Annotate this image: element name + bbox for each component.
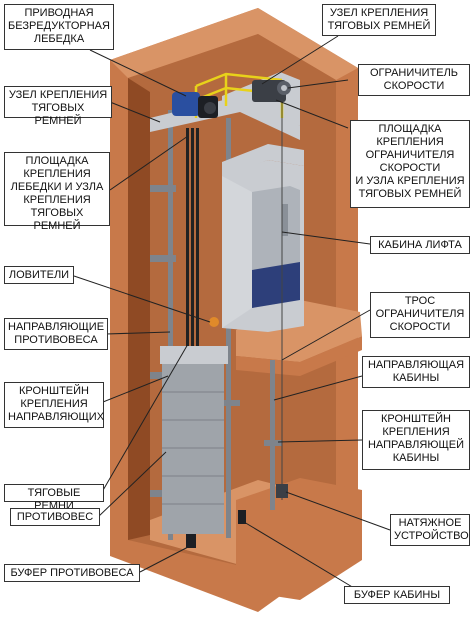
label-elevator-car: КАБИНА ЛИФТА (370, 236, 470, 254)
leader-lines (73, 35, 391, 595)
car-guide-rail-far (270, 360, 275, 510)
traction-belt (196, 128, 199, 348)
car-control-panel (282, 204, 288, 236)
car-door-side (222, 176, 252, 328)
label-governor-rope: ТРОС ОГРАНИЧИТЕЛЯ СКОРОСТИ (370, 292, 470, 338)
guide-bracket (220, 400, 240, 406)
shaft-wall-top-rim (110, 8, 358, 80)
counterweight-buffer (186, 534, 196, 548)
guide-bracket (264, 440, 282, 446)
label-safety-gear: ЛОВИТЕЛИ (4, 266, 74, 284)
shaft-wall-inner-shadow (128, 78, 150, 540)
label-governor-platform: ПЛОЩАДКА КРЕПЛЕНИЯ ОГРАНИЧИТЕЛЯ СКОРОСТИ… (350, 120, 470, 208)
safety-gear (209, 317, 219, 327)
label-drive-winch: ПРИВОДНАЯ БЕЗРЕДУКТОРНАЯ ЛЕБЕДКА (4, 4, 114, 50)
car-buffer (238, 510, 246, 524)
counterweight (160, 346, 228, 534)
label-traction-belts: ТЯГОВЫЕ РЕМНИ (4, 484, 104, 512)
label-cw-guides: НАПРАВЛЯЮЩИЕ ПРОТИВОВЕСА (4, 318, 108, 350)
label-belt-anchor-left: УЗЕЛ КРЕПЛЕНИЯ ТЯГОВЫХ РЕМНЕЙ (4, 86, 112, 127)
speed-governor (252, 80, 291, 102)
label-cw-buffer: БУФЕР ПРОТИВОВЕСА (4, 564, 140, 582)
label-guide-bracket: КРОНШТЕЙН КРЕПЛЕНИЯ НАПРАВЛЯЮЩИХ (4, 382, 104, 428)
traction-belt (191, 128, 194, 348)
drive-winch (172, 92, 218, 118)
guide-bracket (150, 255, 176, 262)
label-tension-device: НАТЯЖНОЕ УСТРОЙСТВО (390, 514, 470, 546)
label-car-buffer: БУФЕР КАБИНЫ (344, 586, 450, 604)
car-guide-rail-left (168, 110, 173, 540)
label-belt-anchor-top: УЗЕЛ КРЕПЛЕНИЯ ТЯГОВЫХ РЕМНЕЙ (322, 4, 436, 36)
label-speed-governor: ОГРАНИЧИТЕЛЬ СКОРОСТИ (358, 64, 470, 96)
guide-bracket (150, 185, 176, 192)
landing-slab-front (236, 336, 362, 376)
label-car-guide: НАПРАВЛЯЮЩАЯ КАБИНЫ (362, 356, 470, 388)
label-winch-platform: ПЛОЩАДКА КРЕПЛЕНИЯ ЛЕБЕДКИ И УЗЛА КРЕПЛЕ… (4, 152, 110, 232)
tension-device (276, 484, 288, 498)
label-car-guide-bracket: КРОНШТЕЙН КРЕПЛЕНИЯ НАПРАВЛЯЮЩЕЙ КАБИНЫ (362, 410, 470, 470)
label-counterweight: ПРОТИВОВЕС (10, 508, 100, 526)
car-floor (252, 262, 300, 308)
traction-belt (186, 128, 189, 348)
